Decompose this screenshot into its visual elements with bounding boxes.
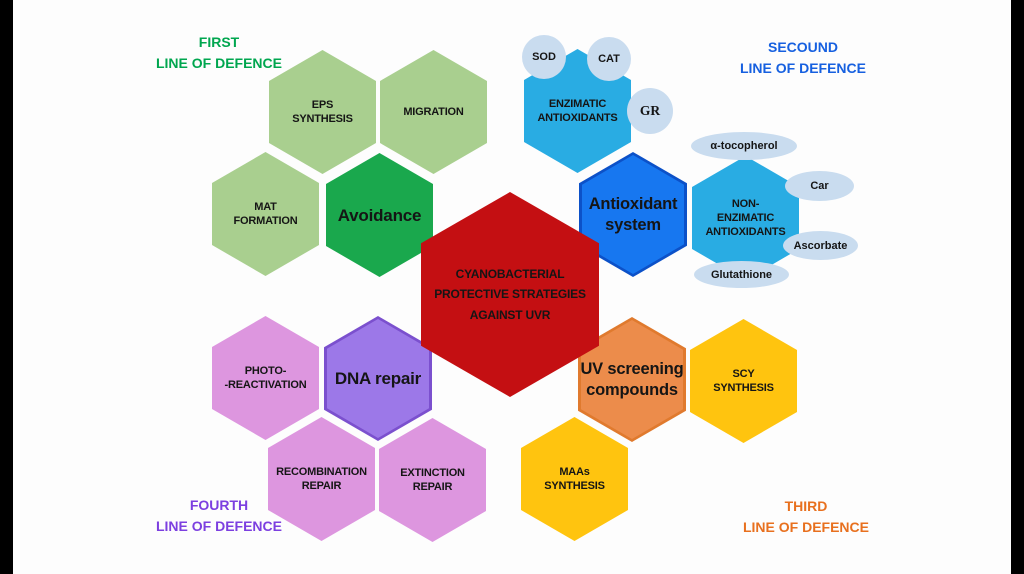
- hex-migration-label: MIGRATION: [403, 106, 464, 118]
- circle-cat-label: CAT: [598, 53, 620, 65]
- hex-avoidance: Avoidance: [326, 153, 433, 277]
- left-letterbox-bar: [0, 0, 13, 574]
- label-first-line-of-defence: FIRST LINE OF DEFENCE: [155, 34, 282, 71]
- hex-dna-repair: DNA repair: [324, 316, 432, 441]
- hex-dna-repair-fill: [327, 319, 429, 438]
- hex-antioxidant-system-label: Antioxidant system: [588, 194, 678, 234]
- hex-scy-synthesis-label: SCY SYNTHESIS: [713, 368, 774, 394]
- circle-gr: GR: [627, 88, 673, 134]
- hex-extinction-repair: EXTINCTION REPAIR: [379, 418, 486, 542]
- hex-mat-formation-label: MAT FORMATION: [233, 201, 298, 227]
- hex-uv-screening-compounds-label: UV screening compounds: [580, 359, 684, 399]
- hex-maas-synthesis: MAAs SYNTHESIS: [521, 417, 628, 541]
- circle-sod-label: SOD: [532, 51, 556, 63]
- ellipse-car-label: Car: [810, 180, 829, 192]
- ellipse-glutathione: Glutathione: [694, 261, 789, 288]
- ellipse-ascorbate-label: Ascorbate: [793, 239, 848, 252]
- hex-avoidance-label: Avoidance: [337, 205, 422, 225]
- hex-eps-synthesis-label: EPS SYNTHESIS: [292, 99, 353, 125]
- hex-extinction-repair-label: EXTINCTION REPAIR: [400, 467, 465, 493]
- right-letterbox-bar: [1011, 0, 1024, 574]
- label-third-line-of-defence: THIRD LINE OF DEFENCE: [742, 498, 869, 535]
- circle-cat: CAT: [587, 37, 631, 81]
- hex-migration: MIGRATION: [380, 50, 487, 174]
- hex-mat-formation: MAT FORMATION: [212, 152, 319, 276]
- ellipse-car: Car: [785, 171, 854, 201]
- central-title-label: CYANOBACTERIAL PROTECTIVE STRATEGIES AGA…: [434, 266, 586, 322]
- circle-sod: SOD: [522, 35, 566, 79]
- ellipse-tocopherol-label: α-tocopherol: [710, 140, 778, 152]
- hex-enzimatic-antioxidants-label: ENZIMATIC ANTIOXIDANTS: [537, 98, 618, 124]
- ellipse-glutathione-label: Glutathione: [710, 268, 773, 281]
- hex-photo-reactivation: PHOTO- -REACTIVATION: [212, 316, 319, 440]
- hex-maas-synthesis-label: MAAs SYNTHESIS: [544, 466, 605, 492]
- hex-dna-repair-label: DNA repair: [334, 369, 422, 388]
- hex-non-enzimatic-antioxidants-label: NON- ENZIMATIC ANTIOXIDANTS: [705, 198, 786, 238]
- ellipse-tocopherol: α-tocopherol: [691, 132, 797, 160]
- hex-recombination-repair-label: RECOMBINATION REPAIR: [276, 466, 367, 492]
- hex-scy-synthesis: SCY SYNTHESIS: [690, 319, 797, 443]
- hex-central-title: CYANOBACTERIAL PROTECTIVE STRATEGIES AGA…: [421, 192, 599, 397]
- label-second-line-of-defence: SECOUND LINE OF DEFENCE: [739, 39, 866, 76]
- circle-gr-label: GR: [639, 103, 661, 118]
- label-fourth-line-of-defence: FOURTH LINE OF DEFENCE: [155, 497, 282, 534]
- ellipse-ascorbate: Ascorbate: [783, 231, 858, 260]
- hex-photo-reactivation-label: PHOTO- -REACTIVATION: [224, 365, 307, 391]
- hex-eps-synthesis: EPS SYNTHESIS: [269, 50, 376, 174]
